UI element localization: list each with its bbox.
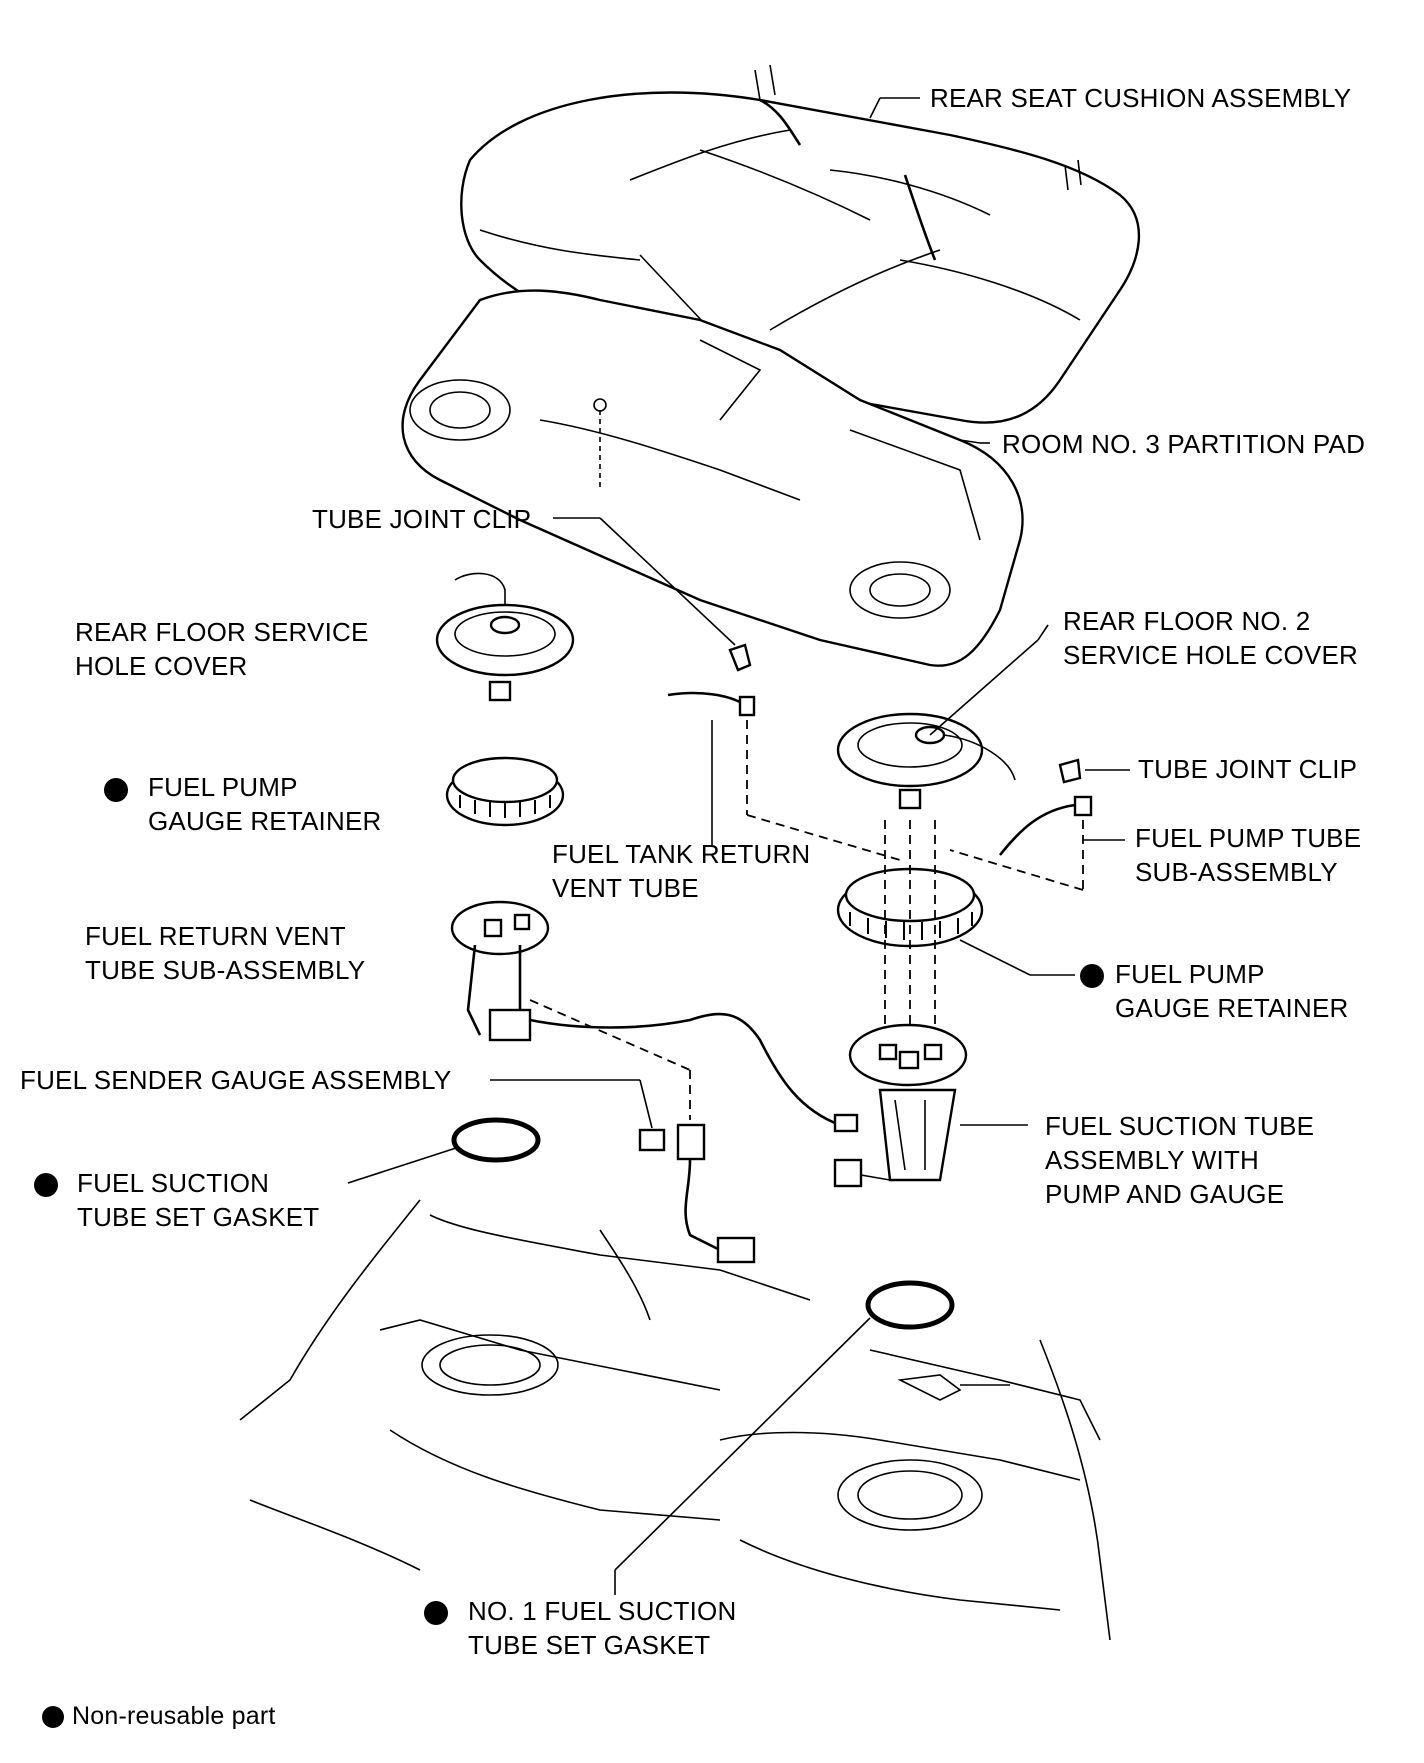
label-rear-seat-cushion-assembly: REAR SEAT CUSHION ASSEMBLY bbox=[930, 83, 1352, 113]
label-fuel-tank-return-vent-tube-2: VENT TUBE bbox=[552, 873, 699, 903]
fuel-suction-tube-set-gasket-drawing bbox=[347, 1117, 541, 1184]
vehicle-floor-drawing bbox=[239, 1199, 1111, 1641]
label-fuel-suction-tube-set-gasket-1: FUEL SUCTION bbox=[77, 1168, 270, 1198]
non-reusable-marker-icon bbox=[1080, 964, 1104, 988]
left-fuel-pump-gauge-retainer-drawing bbox=[445, 756, 565, 827]
label-fuel-pump-gauge-retainer-left-1: FUEL PUMP bbox=[148, 772, 298, 802]
non-reusable-marker-icon bbox=[424, 1601, 448, 1625]
label-no1-fuel-suction-tube-set-gasket-1: NO. 1 FUEL SUCTION bbox=[468, 1596, 737, 1626]
label-fuel-sender-gauge-assembly: FUEL SENDER GAUGE ASSEMBLY bbox=[20, 1065, 452, 1095]
fuel-tank-return-vent-tube-drawing bbox=[553, 517, 901, 861]
fuel-pump-tube-drawing bbox=[949, 758, 1130, 891]
legend-non-reusable-text: Non-reusable part bbox=[72, 1702, 276, 1730]
label-fuel-pump-gauge-retainer-right-2: GAUGE RETAINER bbox=[1115, 993, 1349, 1023]
no1-fuel-suction-tube-set-gasket-drawing bbox=[614, 1280, 955, 1595]
fuel-suction-tube-assembly-drawing bbox=[833, 820, 1028, 1188]
label-room-no3-partition-pad: ROOM NO. 3 PARTITION PAD bbox=[1002, 429, 1366, 459]
label-fuel-pump-gauge-retainer-left-2: GAUGE RETAINER bbox=[148, 806, 382, 836]
label-fuel-suction-tube-set-gasket-2: TUBE SET GASKET bbox=[77, 1202, 320, 1232]
legend-non-reusable-icon bbox=[42, 1706, 64, 1728]
label-tube-joint-clip-left: TUBE JOINT CLIP bbox=[312, 504, 532, 534]
rear-floor-no2-service-hole-cover-drawing bbox=[836, 624, 1049, 810]
label-rear-floor-service-hole-cover-2: HOLE COVER bbox=[75, 651, 248, 681]
label-tube-joint-clip-right: TUBE JOINT CLIP bbox=[1138, 754, 1358, 784]
label-rear-floor-no2-cover-2: SERVICE HOLE COVER bbox=[1063, 640, 1358, 670]
label-rear-floor-service-hole-cover-1: REAR FLOOR SERVICE bbox=[75, 617, 369, 647]
label-no1-fuel-suction-tube-set-gasket-2: TUBE SET GASKET bbox=[468, 1630, 711, 1660]
label-fuel-tank-return-vent-tube-1: FUEL TANK RETURN bbox=[552, 839, 811, 869]
non-reusable-marker-icon bbox=[104, 778, 128, 802]
label-fuel-pump-tube-1: FUEL PUMP TUBE bbox=[1135, 823, 1362, 853]
label-fuel-suction-tube-assembly-2: ASSEMBLY WITH bbox=[1045, 1145, 1260, 1175]
label-fuel-suction-tube-assembly-3: PUMP AND GAUGE bbox=[1045, 1179, 1285, 1209]
label-rear-floor-no2-cover-1: REAR FLOOR NO. 2 bbox=[1063, 606, 1311, 636]
rear-floor-service-hole-cover-drawing bbox=[435, 572, 575, 702]
non-reusable-marker-icon bbox=[34, 1173, 58, 1197]
fuel-return-vent-tube-drawing bbox=[450, 900, 859, 1133]
fuel-sender-gauge-drawing bbox=[490, 999, 756, 1264]
label-fuel-suction-tube-assembly-1: FUEL SUCTION TUBE bbox=[1045, 1111, 1315, 1141]
label-fuel-pump-tube-2: SUB-ASSEMBLY bbox=[1135, 857, 1338, 887]
label-fuel-return-vent-tube-2: TUBE SUB-ASSEMBLY bbox=[85, 955, 366, 985]
partition-pad-drawing bbox=[401, 289, 1024, 667]
right-fuel-pump-gauge-retainer-drawing bbox=[836, 867, 1075, 976]
label-fuel-pump-gauge-retainer-right-1: FUEL PUMP bbox=[1115, 959, 1265, 989]
label-fuel-return-vent-tube-1: FUEL RETURN VENT bbox=[85, 921, 346, 951]
